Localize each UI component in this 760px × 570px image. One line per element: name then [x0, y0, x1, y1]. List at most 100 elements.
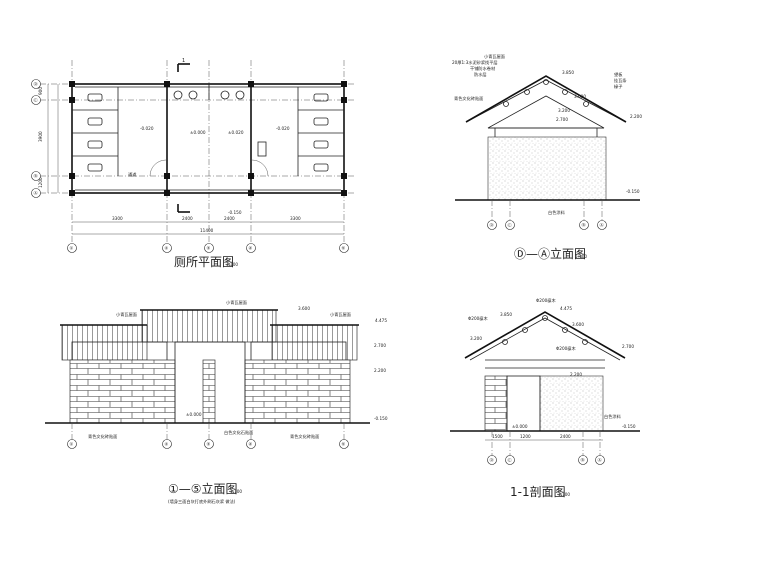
svg-text:11400: 11400	[200, 228, 214, 233]
svg-text:②: ②	[165, 246, 169, 251]
plan-left-dimensions: 900 3900 1200	[38, 84, 59, 193]
right-brick-wall	[244, 359, 351, 424]
left-brick-wall	[69, 359, 176, 424]
svg-text:Φ200檩木: Φ200檩木	[536, 297, 556, 304]
svg-text:3.600: 3.600	[298, 306, 310, 311]
svg-text:2.200: 2.200	[374, 368, 386, 373]
door-swing	[149, 159, 167, 177]
svg-text:挂瓦条: 挂瓦条	[614, 77, 627, 84]
roof-left	[61, 324, 148, 361]
svg-text:Φ200檩木: Φ200檩木	[556, 345, 576, 352]
svg-text:④: ④	[249, 442, 253, 447]
door-swing	[251, 159, 269, 177]
svg-text:Ⓑ: Ⓑ	[581, 457, 586, 464]
svg-text:2400: 2400	[182, 216, 193, 221]
svg-text:2400: 2400	[224, 216, 235, 221]
svg-text:-0.150: -0.150	[374, 416, 388, 421]
plan-level: -0.020	[276, 126, 290, 131]
svg-text:②: ②	[165, 442, 169, 447]
svg-text:④: ④	[249, 246, 253, 251]
svg-text:20厚1:3水泥砂浆找平层: 20厚1:3水泥砂浆找平层	[452, 59, 498, 66]
svg-text:Ⓒ: Ⓒ	[508, 457, 513, 464]
side-wall	[487, 136, 607, 201]
plan-bottom-dimensions: 3300 2400 2400 3300 11400	[72, 216, 344, 235]
svg-text:防水层: 防水层	[474, 71, 487, 78]
svg-text:Ⓒ: Ⓒ	[34, 97, 39, 104]
plan-outer-wall	[71, 83, 345, 194]
svg-text:青色文化砖贴面: 青色文化砖贴面	[454, 95, 483, 102]
svg-text:3.200: 3.200	[470, 336, 482, 341]
svg-text:3.200: 3.200	[558, 108, 570, 113]
svg-text:白色涂料: 白色涂料	[548, 209, 566, 216]
svg-text:1200: 1200	[38, 177, 43, 188]
svg-text:干铺防水卷材: 干铺防水卷材	[470, 65, 495, 72]
svg-text:1:100: 1:100	[230, 489, 242, 494]
plan-scale: 1:100	[226, 262, 238, 267]
svg-text:3300: 3300	[290, 216, 301, 221]
roof-center	[141, 309, 277, 343]
svg-text:2400: 2400	[560, 434, 571, 439]
section-purlins	[502, 315, 588, 345]
svg-text:小青瓦屋面: 小青瓦屋面	[226, 299, 247, 306]
plan-columns	[69, 81, 347, 196]
side-elevation-title: Ⓓ—Ⓐ立面图	[514, 246, 586, 261]
svg-text:±0.000: ±0.000	[186, 412, 202, 417]
svg-text:3900: 3900	[38, 131, 43, 142]
plan-basins	[173, 90, 267, 157]
section-title: 1-1剖面图	[510, 485, 566, 499]
section-mark-label: 1	[182, 58, 185, 64]
svg-text:青色文化砖贴面: 青色文化砖贴面	[88, 433, 117, 440]
plan-level: ±0.020	[228, 130, 244, 135]
section-cut-wall	[484, 375, 508, 432]
svg-text:2.200: 2.200	[570, 372, 582, 377]
svg-text:3300: 3300	[112, 216, 123, 221]
svg-text:⑤: ⑤	[342, 442, 346, 447]
svg-text:2.700: 2.700	[622, 344, 634, 349]
roof-right	[271, 324, 358, 361]
svg-text:2.200: 2.200	[630, 114, 642, 119]
svg-text:望板: 望板	[614, 71, 623, 78]
svg-text:⑤: ⑤	[342, 246, 346, 251]
plan-axis-bubbles: ① ② ③ ④ ⑤ Ⓓ Ⓒ Ⓑ Ⓐ	[31, 79, 349, 253]
section-far-wall	[539, 375, 604, 432]
svg-text:Ⓑ: Ⓑ	[34, 173, 39, 180]
svg-text:3.600: 3.600	[574, 94, 586, 99]
svg-text:③: ③	[207, 442, 211, 447]
svg-text:Ⓓ: Ⓓ	[490, 457, 495, 464]
plan-level: ±0.000	[190, 130, 206, 135]
svg-text:Ⓓ: Ⓓ	[34, 81, 39, 88]
side-purlins	[503, 79, 589, 107]
plan-room-label: 通道	[128, 171, 137, 178]
svg-text:1:100: 1:100	[558, 492, 570, 497]
right-toilet-stalls	[297, 87, 344, 176]
svg-text:Ⓒ: Ⓒ	[508, 222, 513, 229]
plan-grid-lines	[40, 60, 355, 248]
svg-text:-0.150: -0.150	[626, 189, 640, 194]
svg-text:1:100: 1:100	[575, 254, 587, 259]
svg-text:4.475: 4.475	[375, 318, 387, 323]
svg-text:3.850: 3.850	[500, 312, 512, 317]
svg-text:Ⓐ: Ⓐ	[34, 190, 39, 197]
svg-text:小青瓦屋面: 小青瓦屋面	[116, 311, 137, 318]
svg-text:3.600: 3.600	[572, 322, 584, 327]
svg-text:椽子: 椽子	[614, 83, 622, 89]
svg-text:白色涂料: 白色涂料	[604, 413, 622, 420]
svg-text:青色文化砖贴面: 青色文化砖贴面	[290, 433, 319, 440]
front-elevation-title: ①—⑤立面图	[168, 481, 238, 496]
svg-text:Ⓑ: Ⓑ	[582, 222, 587, 229]
svg-text:Ⓓ: Ⓓ	[490, 222, 495, 229]
svg-text:Ⓐ: Ⓐ	[600, 222, 605, 229]
floor-plan: 1 -0.020 ±0.000 ±0.020 -0.020 -0.150 通道 …	[31, 58, 355, 269]
svg-text:①: ①	[70, 442, 74, 447]
svg-text:白色文化石贴面: 白色文化石贴面	[224, 429, 253, 436]
side-elevation: Ⓓ Ⓒ Ⓑ Ⓐ 小青瓦屋面 20厚1:3水泥砂浆找平层 干铺防水卷材 防水层 望…	[452, 53, 642, 261]
front-elevation-note: (墙身三面白灰打底外刷石灰浆 做法)	[168, 498, 236, 505]
svg-text:Ⓐ: Ⓐ	[598, 457, 603, 464]
svg-text:Φ200檩木: Φ200檩木	[468, 315, 488, 322]
left-toilet-stalls	[72, 87, 119, 176]
svg-text:1200: 1200	[520, 434, 531, 439]
svg-text:3.850: 3.850	[562, 70, 574, 75]
section-1-1: Ⓓ Ⓒ Ⓑ Ⓐ Φ200檩木 Φ200檩木 Φ200檩木 白色涂料 4.475 …	[450, 297, 640, 499]
section-cut-mark: 1	[177, 58, 190, 213]
